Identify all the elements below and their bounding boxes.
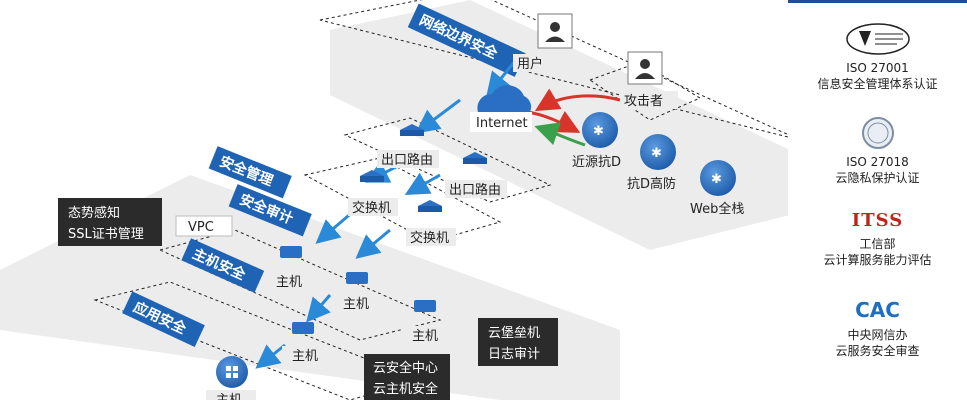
- internet-label: Internet: [476, 116, 528, 131]
- situation-awareness-label: 态势感知: [68, 205, 120, 221]
- app-icon: [216, 356, 248, 388]
- host-5: 主机: [206, 356, 256, 400]
- host-4-label: 主机: [292, 349, 318, 364]
- router-to-switch-arrow-2: [404, 172, 441, 195]
- itss-logo-icon: ITSS: [851, 210, 904, 231]
- cert-cac-title: 中央网信办: [847, 328, 908, 342]
- firewall-icon: [700, 160, 736, 196]
- internet-to-router-arrow: [415, 98, 461, 134]
- cloud-host-security-label: 云主机安全: [373, 381, 438, 397]
- internet-node: Internet: [470, 85, 532, 132]
- antid-defense-node: ✱ 抗D高防: [623, 134, 685, 192]
- egress-router-1: 出口路由: [377, 124, 439, 168]
- host-4: 主机: [282, 322, 332, 364]
- host-1-label: 主机: [276, 275, 302, 290]
- cac-logo-icon: CAC: [855, 298, 900, 322]
- clean-traffic-arrow: [534, 122, 586, 147]
- egress-router-2-label: 出口路由: [449, 182, 501, 198]
- situation-awareness-box: 态势感知 SSL证书管理: [58, 198, 162, 246]
- web-stack-node: ✱ Web全栈: [686, 160, 752, 217]
- host-3: 主机: [402, 300, 452, 344]
- near-source-antid-node: ✱ 近源抗D: [568, 112, 630, 170]
- cloud-icon: [477, 85, 532, 112]
- firewall-icon: [640, 134, 676, 170]
- user-node: 用户: [513, 13, 573, 72]
- vpc-label: VPC: [188, 220, 214, 235]
- host-to-app-arrow: [255, 343, 286, 369]
- host-3-label: 主机: [412, 329, 438, 344]
- switch-to-host-arrow-2: [355, 228, 391, 259]
- attacker-node: 攻击者: [620, 51, 678, 109]
- host-5-label: 主机: [216, 393, 242, 400]
- ssl-cert-mgmt-label: SSL证书管理: [68, 227, 144, 242]
- server-icon: [346, 272, 368, 284]
- vpc-node: VPC: [175, 215, 233, 237]
- svg-text:✱: ✱: [593, 124, 604, 139]
- cloud-security-center-label: 云安全中心: [373, 360, 438, 376]
- switch-1-label: 交换机: [352, 200, 391, 216]
- antid-defense-label: 抗D高防: [627, 176, 676, 192]
- host-2: 主机: [333, 272, 383, 312]
- server-icon: [414, 300, 436, 312]
- panel-top-rule: [788, 0, 967, 3]
- cert-iso27018: ISO 27018 云隐私保护认证: [788, 116, 967, 186]
- firewall-icon: [582, 112, 618, 148]
- bastion-host-label: 云堡垒机: [488, 325, 540, 341]
- server-icon: [280, 246, 302, 258]
- web-stack-label: Web全栈: [690, 201, 744, 217]
- attacker-label: 攻击者: [624, 94, 663, 109]
- iso-27018-badge-icon: [861, 117, 894, 149]
- near-source-antid-label: 近源抗D: [572, 155, 621, 170]
- iso-27001-badge-icon: [845, 23, 910, 55]
- log-audit-label: 日志审计: [488, 347, 540, 362]
- host-dashed-group-1: [158, 229, 442, 341]
- svg-text:✱: ✱: [711, 172, 722, 187]
- egress-router-2: 出口路由: [445, 152, 507, 198]
- attack-arrow-1: [534, 88, 621, 112]
- certification-panel: ISO 27001 信息安全管理体系认证 ISO 27018 云隐私保护认证 I…: [788, 0, 967, 400]
- cert-itss-caption: 云计算服务能力评估: [823, 253, 932, 267]
- egress-router-1-label: 出口路由: [381, 152, 433, 168]
- host-to-host-arrow: [306, 294, 332, 323]
- cert-cac-caption: 云服务安全审查: [835, 344, 920, 358]
- svg-text:✱: ✱: [651, 146, 662, 161]
- switch-1: 交换机: [348, 170, 398, 216]
- cert-itss-title: 工信部: [859, 237, 896, 251]
- switch-dashed-group: [303, 157, 502, 243]
- cert-iso27001: ISO 27001 信息安全管理体系认证: [788, 22, 967, 92]
- cloud-security-center-box: 云安全中心 云主机安全: [364, 354, 450, 400]
- cert-cac: CAC 中央网信办 云服务安全审查: [788, 297, 967, 359]
- cert-iso27018-caption: 云隐私保护认证: [835, 171, 920, 185]
- attack-arrow-2: [527, 110, 581, 133]
- bastion-host-box: 云堡垒机 日志审计: [478, 318, 558, 366]
- host-2-label: 主机: [343, 297, 369, 312]
- switch-2-label: 交换机: [410, 230, 449, 246]
- cert-iso27001-caption: 信息安全管理体系认证: [817, 77, 938, 91]
- user-label: 用户: [517, 56, 543, 72]
- cert-iso27018-title: ISO 27018: [846, 155, 909, 169]
- host-1: 主机: [266, 246, 316, 290]
- router-dashed-group: [343, 117, 552, 203]
- cert-itss: ITSS 工信部 云计算服务能力评估: [788, 210, 967, 268]
- cert-iso27001-title: ISO 27001: [846, 61, 909, 75]
- server-icon: [292, 322, 314, 334]
- dashed-outline-outer: [319, 0, 801, 141]
- switch-2: 交换机: [406, 200, 456, 246]
